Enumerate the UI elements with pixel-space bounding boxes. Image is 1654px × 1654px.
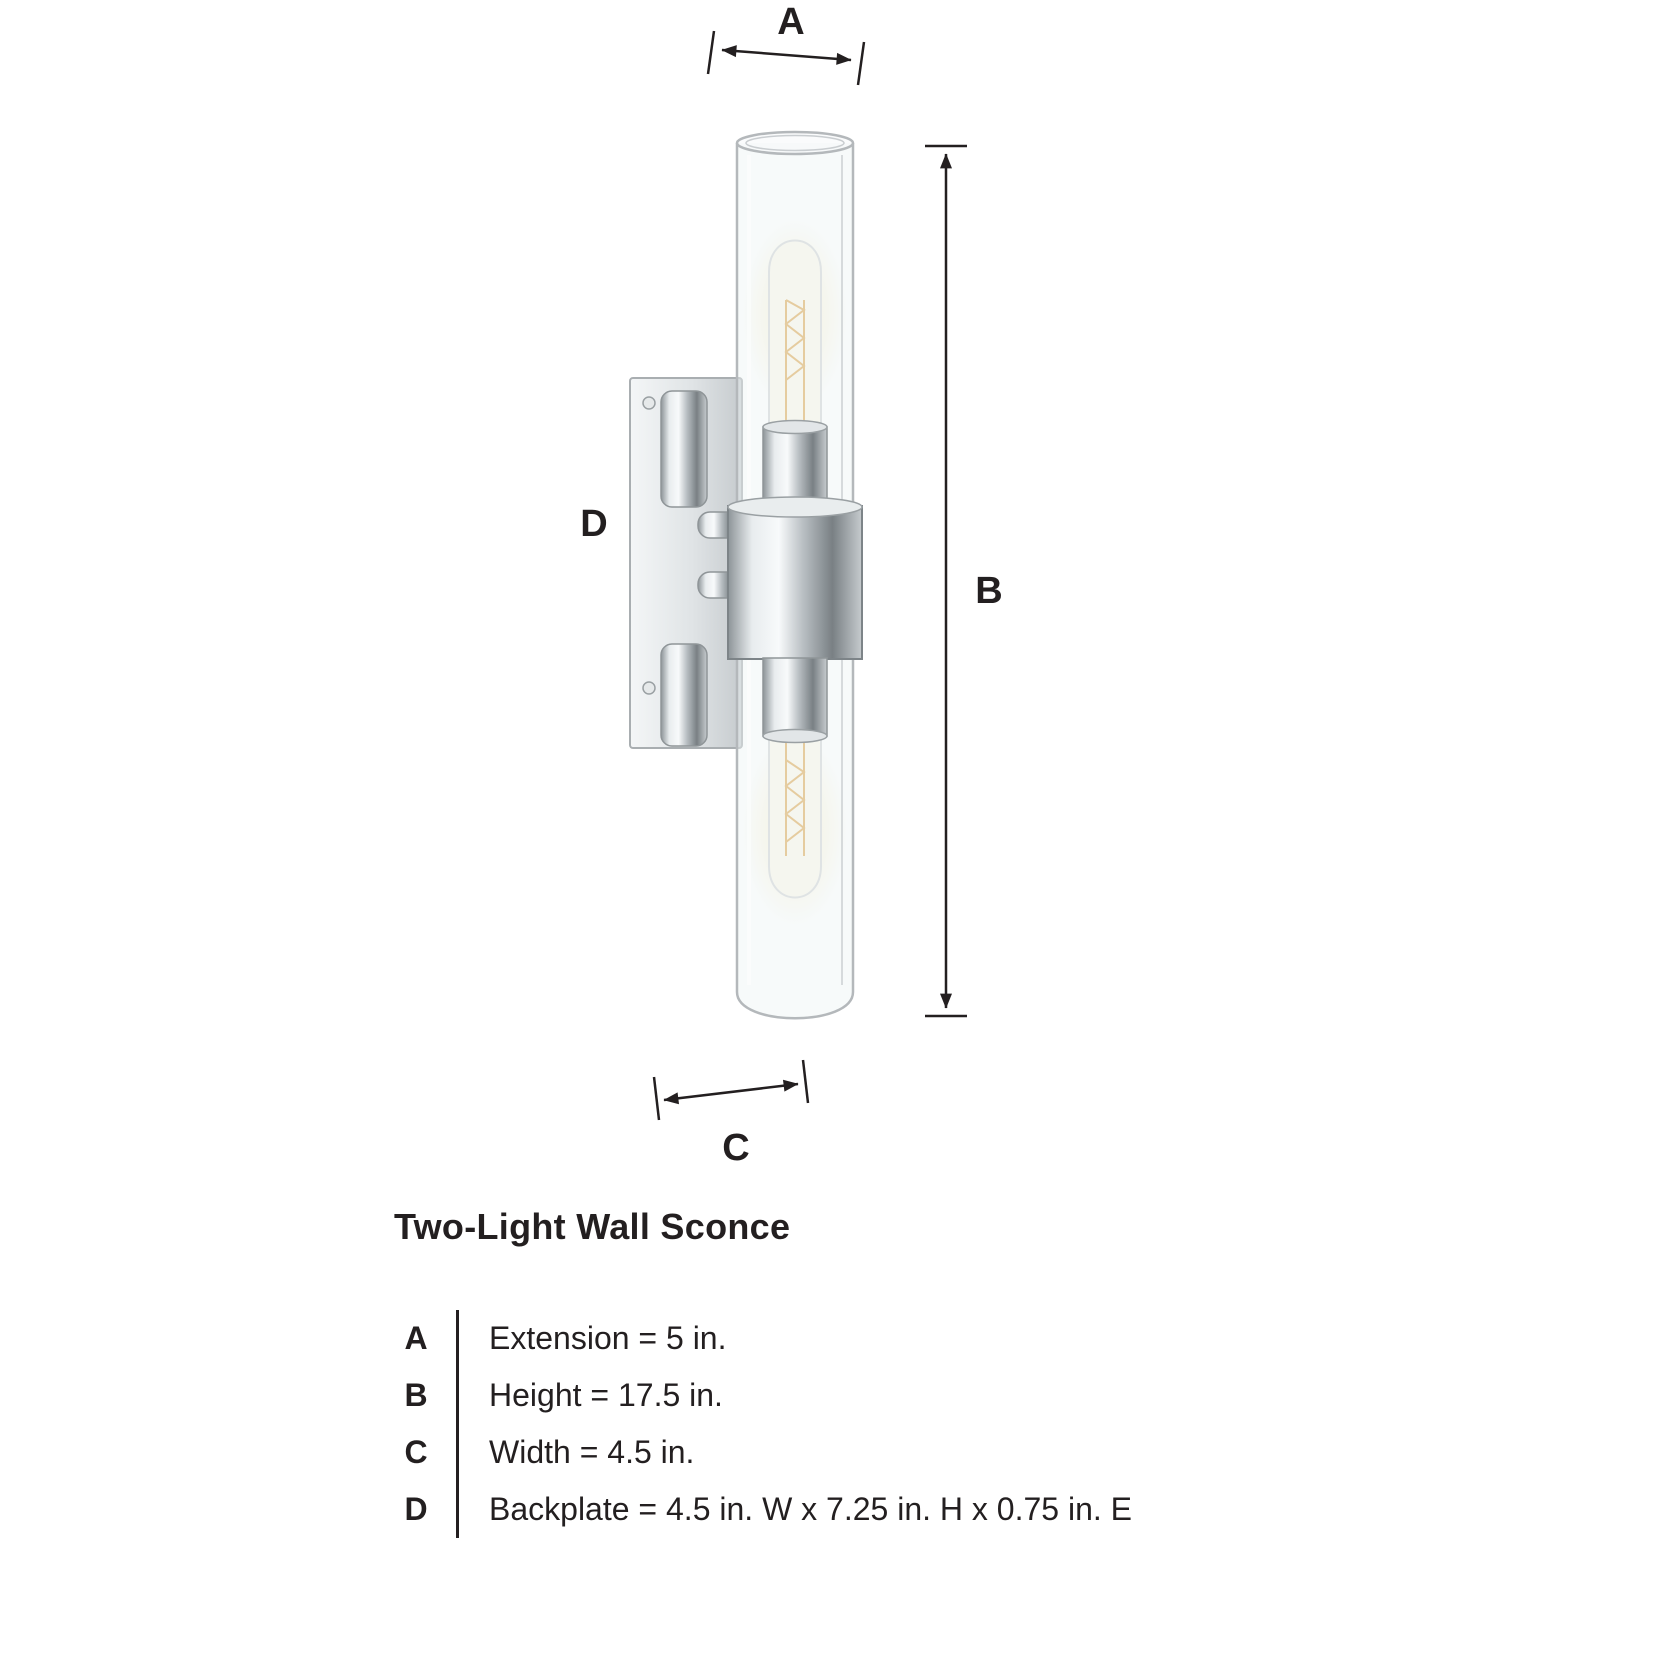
center-band: [727, 496, 863, 660]
upper-socket: [762, 419, 828, 508]
lower-bulb-filament: [784, 736, 806, 856]
legend-desc: Backplate = 4.5 in. W x 7.25 in. H x 0.7…: [456, 1481, 1132, 1538]
legend-row-b: B Height = 17.5 in.: [394, 1367, 1454, 1424]
dim-label-c: C: [722, 1127, 749, 1169]
wall-sconce-illustration: [629, 130, 863, 1020]
legend-row-c: C Width = 4.5 in.: [394, 1424, 1454, 1481]
legend-desc: Height = 17.5 in.: [456, 1367, 723, 1424]
mounting-screw-top: [642, 396, 656, 410]
legend-row-d: D Backplate = 4.5 in. W x 7.25 in. H x 0…: [394, 1481, 1454, 1538]
lower-socket: [762, 657, 828, 744]
diagram-title: Two-Light Wall Sconce: [394, 1206, 791, 1247]
dimension-c-arrow: [652, 1059, 810, 1121]
dim-label-b: B: [975, 570, 1002, 612]
dimension-b-arrow: [925, 144, 967, 1018]
mounting-screw-bottom: [642, 681, 656, 695]
legend-key: A: [404, 1320, 428, 1356]
legend: Two-Light Wall Sconce A Extension = 5 in…: [394, 1206, 1454, 1538]
legend-key: D: [404, 1491, 428, 1527]
legend-row-a: A Extension = 5 in.: [394, 1310, 1454, 1367]
dimension-lines: [652, 30, 967, 1121]
legend-key: B: [404, 1377, 428, 1413]
legend-desc: Extension = 5 in.: [456, 1310, 726, 1367]
dimension-a-arrow: [706, 30, 866, 86]
lower-bulb: [743, 731, 847, 925]
legend-desc: Width = 4.5 in.: [456, 1424, 694, 1481]
dim-label-a: A: [777, 1, 804, 43]
legend-table: A Extension = 5 in. B Height = 17.5 in. …: [394, 1310, 1454, 1538]
dim-label-d: D: [580, 503, 607, 545]
dimension-diagram: A B C D: [580, 1, 1002, 1169]
legend-key: C: [404, 1434, 428, 1470]
upper-bulb: [743, 220, 847, 433]
upper-bulb-filament: [784, 299, 806, 428]
